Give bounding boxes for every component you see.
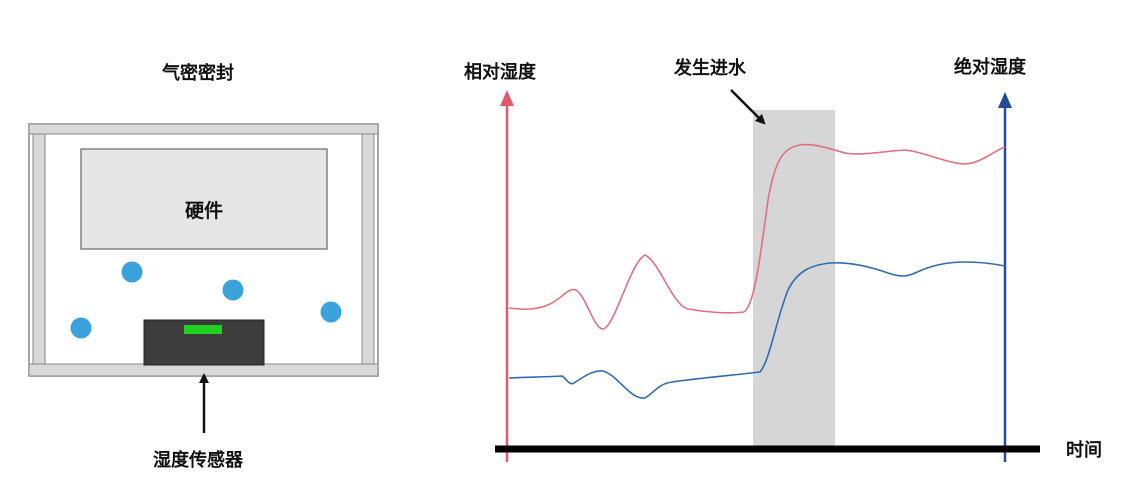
water-droplets [70, 261, 342, 339]
humidity-sensor-label: 湿度传感器 [153, 449, 244, 471]
water-droplet [222, 279, 244, 301]
water-ingress-region [753, 110, 835, 447]
enclosure-left-seal [32, 133, 46, 365]
enclosure-right-seal [361, 133, 375, 365]
sensor-display [184, 325, 222, 334]
time-axis-label: 时间 [1066, 440, 1102, 461]
water-ingress-label: 发生进水 [673, 57, 747, 79]
relative-humidity-curve [508, 143, 1006, 330]
hermetic-seal-title: 气密密封 [161, 62, 234, 84]
absolute-humidity-axis-label: 绝对湿度 [954, 56, 1027, 78]
humidity-sensor [143, 319, 265, 366]
enclosure-top-seal [28, 123, 379, 135]
absolute-humidity-curve [508, 261, 1006, 399]
water-droplet [70, 317, 92, 339]
hardware-box [80, 148, 328, 250]
water-ingress-pointer-arrow [730, 89, 766, 125]
hardware-label: 硬件 [185, 199, 223, 222]
absolute-humidity-axis-arrow-icon [998, 92, 1012, 108]
water-droplet [121, 261, 143, 283]
hardware-block: 硬件 [80, 148, 328, 250]
relative-humidity-axis-label: 相对湿度 [464, 61, 537, 83]
relative-humidity-axis-arrow-icon [500, 90, 514, 106]
enclosure-bottom-seal [28, 363, 379, 377]
water-droplet [320, 301, 342, 323]
